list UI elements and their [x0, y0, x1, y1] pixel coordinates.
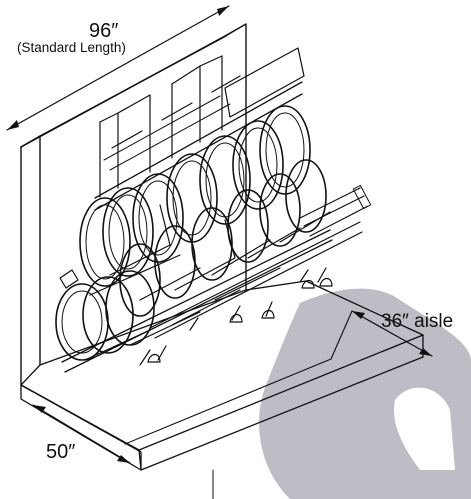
- depth-dimension-label: 50″: [46, 441, 76, 463]
- length-arrow-left-icon: [7, 120, 19, 130]
- aisle-arrow-right-icon: [419, 348, 432, 356]
- dimension-arrows: [6, 5, 433, 499]
- upper-bikes: [79, 105, 372, 317]
- depth-arrow-right-icon: [117, 455, 130, 463]
- depth-arrow-left-icon: [33, 405, 46, 413]
- rack-base: [61, 221, 363, 373]
- lower-bikes: [55, 254, 333, 366]
- aisle-dimension-label: 36″ aisle: [381, 311, 454, 332]
- overhead-rails: [94, 47, 305, 211]
- watermark-cutout: [394, 387, 455, 470]
- length-arrow-right-icon: [217, 6, 229, 16]
- length-dimension-label: 96″: [89, 20, 119, 42]
- standard-length-note: (Standard Length): [17, 40, 126, 55]
- aisle-arrow-left-icon: [352, 311, 365, 319]
